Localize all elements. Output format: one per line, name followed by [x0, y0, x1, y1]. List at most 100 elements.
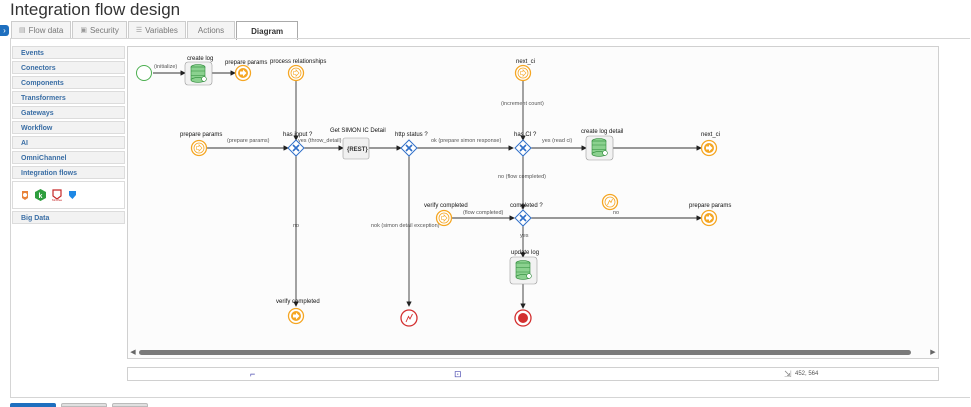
palette-big-data[interactable]: Big Data [12, 211, 125, 224]
stop-icon [518, 313, 528, 323]
edge-label-yes-read-ci: yes (read ci) [542, 138, 572, 144]
page-title: Integration flow design [10, 0, 181, 19]
fit-view-icon[interactable]: ⌐ [250, 369, 256, 379]
center-view-icon[interactable]: ⊡ [454, 369, 462, 379]
component-palette: Events Conectors Components Transformers… [12, 46, 125, 226]
database-icon [190, 64, 207, 83]
palette-ai[interactable]: AI [12, 136, 125, 149]
tab-label: Variables [145, 25, 178, 35]
edge-label-no-flow: no (flow completed) [498, 174, 546, 180]
palette-conectors[interactable]: Conectors [12, 61, 125, 74]
flow-diagram[interactable]: (initialize) (prepare params) yes (throw… [128, 47, 939, 359]
list-icon: ☰ [135, 27, 143, 34]
palette-events[interactable]: Events [12, 46, 125, 59]
prepare-params-event-2[interactable] [190, 139, 208, 157]
http-status-gateway[interactable] [400, 139, 418, 157]
exclusive-gateway-icon [292, 144, 300, 152]
secondary-action-button[interactable] [61, 403, 107, 407]
diagram-status-bar: ⌐ ⊡ ⇲ 452, 564 [127, 367, 939, 381]
arrow-right-icon [520, 69, 527, 77]
node-label-create-log-detail: create log detail [581, 129, 623, 135]
integration-flows-icons: k McAfee [12, 181, 125, 209]
palette-gateways[interactable]: Gateways [12, 106, 125, 119]
diagram-canvas[interactable]: (initialize) (prepare params) yes (throw… [127, 46, 939, 359]
database-icon [591, 138, 608, 157]
node-label-completed: completed ? [510, 203, 543, 209]
has-ci-gateway[interactable] [514, 139, 532, 157]
tab-actions[interactable]: Actions [186, 21, 236, 38]
verify-completed-event[interactable] [435, 209, 453, 227]
has-input-gateway[interactable] [287, 139, 305, 157]
tab-label: Diagram [251, 26, 284, 36]
edge-label-initialize: (initialize) [154, 64, 177, 70]
mcafee-icon[interactable]: McAfee [51, 189, 63, 201]
error-end-event[interactable] [400, 309, 418, 327]
node-label-verify-completed-bottom: verify completed [276, 299, 320, 305]
svg-text:k: k [39, 193, 43, 200]
scroll-thumb[interactable] [139, 350, 911, 355]
palette-transformers[interactable]: Transformers [12, 91, 125, 104]
tab-security[interactable]: ▣Security [72, 21, 127, 38]
arrow-right-icon [441, 214, 448, 222]
edge-label-yes-throw: yes (throw_detail) [298, 138, 342, 144]
palette-integration-flows[interactable]: Integration flows [12, 166, 125, 179]
exclusive-gateway-icon [405, 144, 413, 152]
kafka-icon[interactable]: k [35, 189, 46, 201]
error-boundary-event[interactable] [601, 193, 619, 211]
edge-label-ok: ok (prepare simon response) [431, 138, 501, 144]
next-ci-top-event[interactable] [514, 64, 532, 82]
palette-workflow[interactable]: Workflow [12, 121, 125, 134]
palette-components[interactable]: Components [12, 76, 125, 89]
node-label-update-log: update log [511, 250, 539, 256]
node-label-http-status: http status ? [395, 132, 428, 138]
node-label-get-simon: Get SIMON IC Detail [330, 128, 386, 134]
end-event[interactable] [514, 309, 532, 327]
completed-gateway[interactable] [514, 209, 532, 227]
collapse-toggle-icon[interactable]: › [0, 25, 9, 36]
primary-action-button[interactable] [10, 403, 56, 407]
database-icon [515, 260, 532, 280]
scroll-right-icon[interactable]: ▶ [930, 349, 936, 356]
node-label-prepare-params-3: prepare params [689, 203, 731, 209]
tab-variables[interactable]: ☰Variables [127, 21, 186, 38]
edge-label-prepare-params: (prepare params) [227, 138, 270, 144]
node-label-process-relationships: process relationships [270, 59, 326, 65]
arrow-right-icon [293, 69, 300, 77]
scroll-left-icon[interactable]: ◀ [130, 349, 136, 356]
shield-icon[interactable] [68, 190, 77, 200]
verify-completed-bottom-event[interactable] [287, 307, 305, 325]
node-label-create-log: create log [187, 56, 213, 62]
exclusive-gateway-icon [519, 214, 527, 222]
horizontal-scrollbar[interactable]: ◀ ▶ [129, 348, 937, 357]
update-log-task[interactable] [509, 256, 538, 285]
exclusive-gateway-icon [519, 144, 527, 152]
palette-omnichannel[interactable]: OmniChannel [12, 151, 125, 164]
rest-icon: {REST} [347, 147, 368, 153]
create-log-detail-task[interactable] [585, 135, 614, 161]
node-label-next-ci-right: next_ci [701, 132, 720, 138]
edge-label-no-right: no [613, 210, 619, 216]
node-label-has-ci: has CI ? [514, 132, 537, 138]
node-label-verify-completed: verify completed [424, 203, 468, 209]
rest-task[interactable]: {REST} [342, 137, 370, 160]
tab-label: Flow data [28, 25, 64, 35]
arrow-right-icon [240, 69, 247, 77]
tab-diagram[interactable]: Diagram [236, 21, 299, 40]
tab-flow-data[interactable]: ▤Flow data [11, 21, 72, 38]
arrow-right-icon [196, 144, 203, 152]
tab-label: Security [89, 25, 119, 35]
process-relationships-event[interactable] [287, 64, 305, 82]
integration-flow-icon[interactable] [20, 190, 30, 201]
lightning-icon [405, 313, 413, 323]
edge-label-flow-completed: (flow completed) [463, 210, 504, 216]
edge-label-increment: (increment count) [501, 101, 544, 107]
prepare-params-event-1[interactable] [234, 64, 252, 82]
node-label-prepare-params-2: prepare params [180, 132, 222, 138]
next-ci-right-event[interactable] [700, 139, 718, 157]
tertiary-action-button[interactable] [112, 403, 148, 407]
prepare-params-event-3[interactable] [700, 209, 718, 227]
create-log-task[interactable] [184, 61, 213, 86]
start-event-icon[interactable] [136, 65, 152, 81]
lock-icon: ▣ [80, 27, 87, 34]
edge-label-nok: nok (simon detail exception) [371, 223, 440, 229]
